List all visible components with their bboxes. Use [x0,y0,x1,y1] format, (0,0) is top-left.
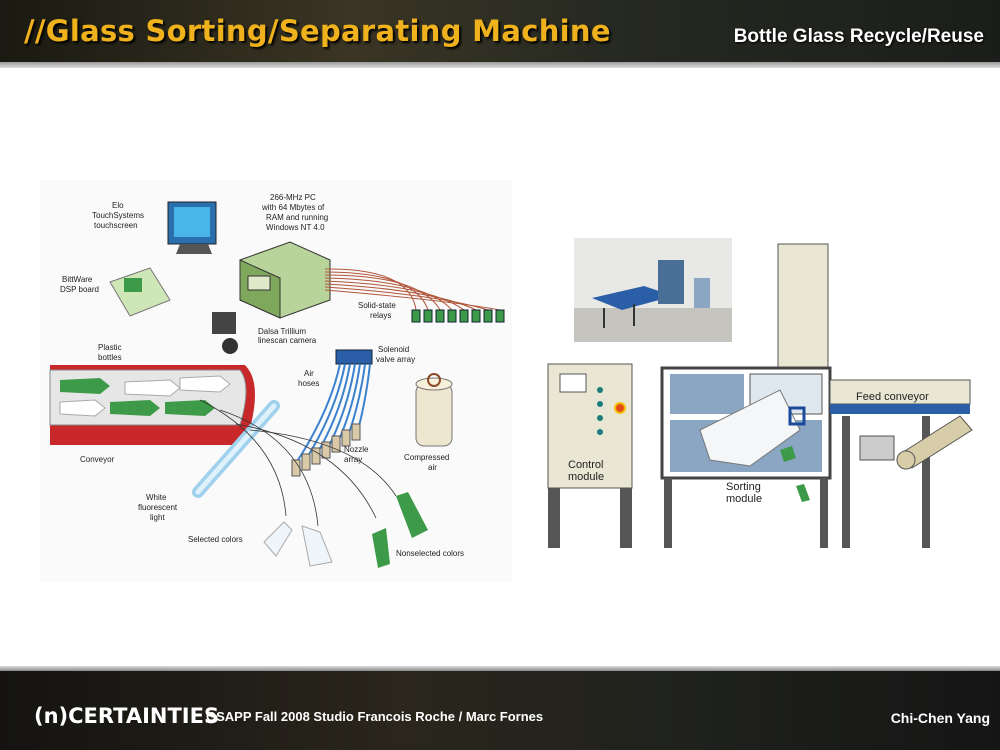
camera-label-1: Dalsa Trillium [258,327,306,336]
camera-label-2: linescan camera [258,336,317,345]
relay-cables [324,268,501,311]
solenoid-label-2: valve array [376,355,415,364]
studio-credit: GSAPP Fall 2008 Studio Francois Roche / … [206,709,544,724]
dsp-label-1: BittWare [62,275,93,284]
elo-label-3: touchscreen [94,221,138,230]
pc-label-4: Windows NT 4.0 [266,223,325,232]
light-label-2: fluorescent [138,503,178,512]
bottle-trajectories [199,399,397,527]
machine-photo [574,238,732,342]
nonselected-bottles [372,492,428,568]
elo-label-1: Elo [112,201,124,210]
dsp-label-2: DSP board [60,285,99,294]
solenoid-valve-array [335,349,373,365]
sorting-label-2: module [726,493,762,505]
sorting-label-1: Sorting [726,481,761,493]
touchscreen-monitor [167,201,217,254]
dsp-board [109,267,171,317]
page-subtitle: Bottle Glass Recycle/Reuse [733,26,984,47]
fluorescent-light [192,400,280,498]
nozzle-label-2: array [344,455,362,464]
nonselected-colors-label: Nonselected colors [396,549,464,558]
brand-name: (n)CERTAINTIES [34,704,220,728]
nozzle-array [291,423,361,477]
relays-label-2: relays [370,311,391,320]
pc-label-3: RAM and running [266,213,328,222]
selected-colors-label: Selected colors [188,535,243,544]
linescan-camera [212,312,238,354]
page-title: //Glass Sorting/Separating Machine [24,14,611,48]
sorting-machine-illustration: Control module Sorting module Feed conve… [547,243,973,548]
author-name: Chi-Chen Yang [890,710,990,726]
pc-label-1: 266-MHz PC [270,193,316,202]
control-module [547,363,633,548]
conveyor-belt [49,365,255,445]
compressed-air-tank [415,373,453,447]
pc-unit [239,241,331,319]
plastic-label-2: bottles [98,353,122,362]
air-label-2: hoses [298,379,319,388]
feed-conveyor [829,379,973,548]
light-label-1: White [146,493,167,502]
nozzle-label-1: Nozzle [344,445,369,454]
feed-conveyor-label: Feed conveyor [856,391,929,403]
header-bar: //Glass Sorting/Separating Machine Bottl… [0,0,1000,68]
solid-state-relays [411,309,505,323]
light-label-3: light [150,513,165,522]
air-label-1: Air [304,369,314,378]
compressed-label-2: air [428,463,437,472]
footer-bar: (n)CERTAINTIES GSAPP Fall 2008 Studio Fr… [0,666,1000,750]
solenoid-label-1: Solenoid [378,345,409,354]
conveyor-label: Conveyor [80,455,115,464]
plastic-label-1: Plastic [98,343,122,352]
compressed-label-1: Compressed [404,453,449,462]
elo-label-2: TouchSystems [92,211,144,220]
sorting-module [660,366,832,548]
pc-label-2: with 64 Mbytes of [261,203,325,212]
sorting-schematic-diagram: Conveyor Elo TouchSystems touchscreen 26… [40,180,512,582]
hopper-chute [777,243,829,369]
control-label-1: Control [568,459,603,471]
selected-bottles [263,521,333,567]
relays-label-1: Solid-state [358,301,396,310]
control-label-2: module [568,471,604,483]
